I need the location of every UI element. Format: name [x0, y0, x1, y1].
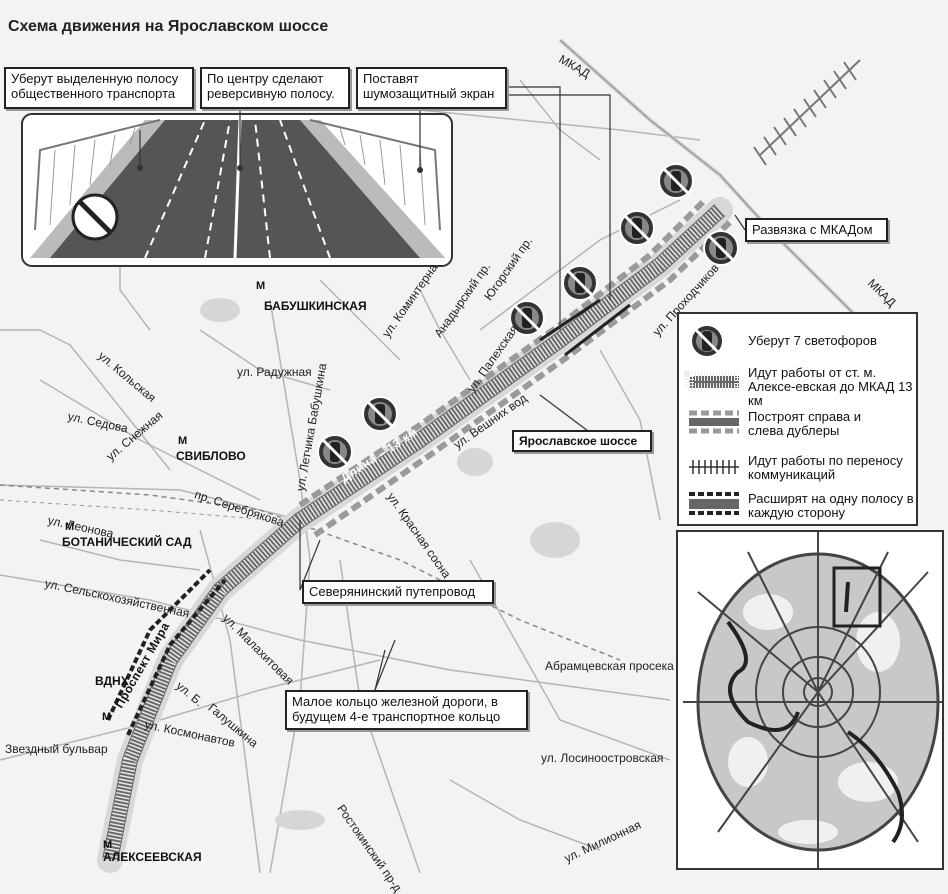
small-ring-railway	[0, 484, 621, 661]
callout-noise-screen: Поставят шумозащитный экран	[356, 67, 507, 109]
street-losinoostrovskaya: ул. Лосиноостровская	[541, 751, 664, 765]
no-traffic-light-icon	[362, 396, 398, 432]
legend-communications-symbol	[689, 460, 739, 474]
street-zvezdny: Звездный бульвар	[5, 742, 108, 756]
metro-vdnh: ВДНХ	[95, 674, 129, 688]
tunnel-illustration	[21, 107, 453, 267]
callout-mkad-junction: Развязка с МКАДом	[745, 218, 888, 242]
legend-item-3: Построят справа и слева дублеры	[748, 409, 861, 438]
no-traffic-light-icon	[317, 434, 353, 470]
callout-bus-lane: Уберут выделенную полосу общественного т…	[4, 67, 194, 109]
no-traffic-light-icon	[509, 300, 545, 336]
metro-sviblovo: СВИБЛОВО	[176, 449, 246, 463]
legend-traffic-light-icon	[691, 325, 723, 357]
legend-item-1: Уберут 7 светофоров	[748, 333, 877, 348]
svg-text:M: M	[256, 280, 265, 292]
legend-symbols	[684, 325, 744, 515]
callout-overpass: Северянинский путепровод	[302, 580, 494, 604]
no-traffic-light-icon	[619, 210, 655, 246]
railway-dashed-2	[0, 499, 271, 521]
traffic-light-markers	[317, 163, 739, 470]
map-canvas: M M M M M	[0, 38, 872, 873]
no-traffic-light-icon	[703, 230, 739, 266]
mkad-edge	[559, 39, 871, 331]
railway-northeast	[753, 59, 861, 166]
no-traffic-light-icon	[562, 265, 598, 301]
moscow-inset-map	[676, 530, 944, 870]
inset-svg	[683, 532, 943, 868]
callout-highway: Ярославское шоссе	[512, 430, 652, 452]
svg-text:M: M	[65, 521, 74, 533]
page-title: Схема движения на Ярославском шоссе	[8, 18, 329, 35]
legend-item-5: Расширят на одну полосу в каждую сторону	[748, 491, 914, 520]
legend-widen-symbol	[689, 492, 739, 515]
greenery	[200, 298, 580, 830]
legend-panel: Уберут 7 светофоров Идут работы от ст. м…	[677, 312, 918, 526]
svg-text:M: M	[178, 435, 187, 447]
metro-markers: M M M M M	[65, 280, 265, 851]
svg-text:M: M	[103, 839, 112, 851]
callout-reverse-lane: По центру сделают реверсивную полосу.	[200, 67, 350, 109]
street-network	[0, 79, 701, 873]
svg-text:M: M	[102, 711, 111, 723]
street-abramtsevo: Абрамцевская просека	[545, 659, 674, 673]
metro-botanical: БОТАНИЧЕСКИЙ САД	[62, 535, 192, 549]
legend-item-4: Идут работы по переносу коммуникаций	[748, 453, 903, 482]
metro-alekseevskaya: АЛЕКСЕЕВСКАЯ	[103, 850, 202, 864]
callout-railway-ring: Малое кольцо железной дороги, в будущем …	[285, 690, 528, 730]
no-traffic-light-icon	[658, 163, 694, 199]
legend-doublers-symbol	[689, 410, 739, 434]
metro-babushkinskaya: БАБУШКИНСКАЯ	[264, 299, 367, 313]
legend-item-2: Идут работы от ст. м. Алексе-евская до М…	[748, 365, 913, 408]
street-raduzhnaya: ул. Радужная	[237, 365, 312, 379]
